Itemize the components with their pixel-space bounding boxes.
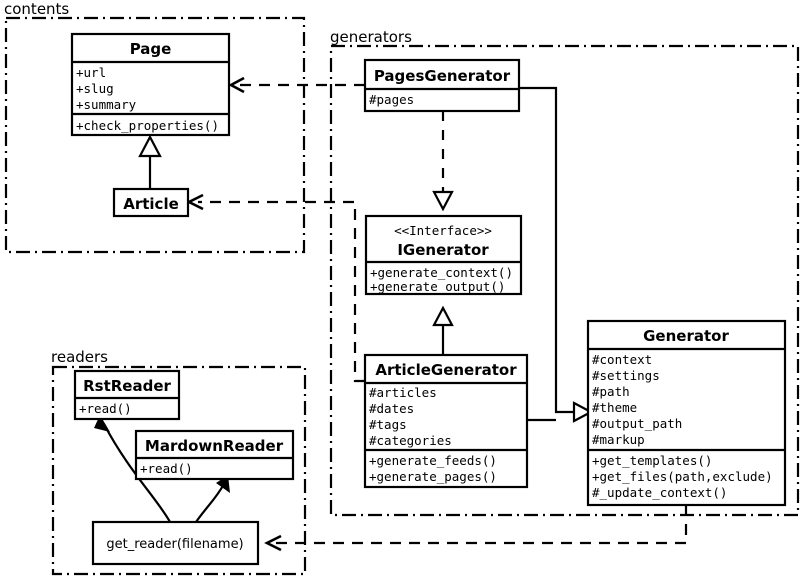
package-contents: contents [4,0,306,254]
class-generator-box[interactable] [586,319,787,507]
class-page-attribute: +url [76,65,106,80]
package-readers-label: readers [51,348,108,366]
class-generator-method: #_update_context() [592,485,727,500]
class-markdownreader[interactable]: MardownReader +read() [134,429,295,481]
function-get-reader-label: get_reader(filename) [106,537,243,552]
class-generator-attribute: #settings [592,368,660,383]
class-igenerator-method: +generate_context() [370,265,513,280]
package-readers-border [51,365,307,576]
class-pagesgenerator-attribute: #pages [369,92,414,107]
arrowhead-rstreader [94,415,110,432]
class-page[interactable]: Page +url +slug +summary +check_properti… [70,32,231,137]
class-articlegenerator-method: +generate_feeds() [369,453,497,468]
class-page-attribute: +slug [76,81,114,96]
class-page-method: +check_properties() [76,118,219,133]
class-igenerator-box[interactable] [364,214,523,296]
class-articlegenerator-method: +generate_pages() [369,469,497,484]
edge-articlegenerator-depends-article [198,200,365,383]
class-rstreader-name: RstReader [83,377,171,395]
generalization-arrowhead-page [138,134,162,158]
class-markdownreader-method: +read() [140,461,193,476]
realization-arrowhead-igenerator [432,190,454,212]
class-rstreader-box[interactable] [73,369,181,421]
class-generator-attribute: #markup [592,432,645,447]
package-generators-border [329,44,800,517]
edge-getreader-returns-rstreader [103,423,171,523]
class-pagesgenerator-name: PagesGenerator [374,67,511,85]
package-readers: readers [51,348,307,576]
class-articlegenerator-attribute: #tags [369,417,407,432]
class-articlegenerator-attribute: #articles [369,385,437,400]
class-igenerator-name: IGenerator [397,241,489,259]
function-get-reader-box[interactable] [91,520,260,566]
class-page-name: Page [130,40,172,58]
class-generator-attribute: #theme [592,400,637,415]
dependency-arrowhead-getreader [264,534,282,552]
package-generators: generators [329,28,800,517]
class-generator-name: Generator [643,327,729,345]
class-articlegenerator-box[interactable] [363,353,529,489]
class-generator-method: +get_templates() [592,453,712,468]
generalization-arrowhead-igenerator [432,305,454,327]
package-generators-label: generators [330,28,412,46]
edge-generator-depends-getreader [276,505,688,545]
class-articlegenerator-attribute: #dates [369,401,414,416]
class-article[interactable]: Article [112,187,190,218]
class-generator-attribute: #context [592,352,652,367]
class-igenerator-method: +generate_output() [370,279,505,294]
class-page-attribute: +summary [76,97,137,112]
class-articlegenerator-attribute: #categories [369,433,452,448]
package-contents-border [4,16,306,254]
class-page-box[interactable] [70,32,231,137]
class-generator[interactable]: Generator #context #settings #path #them… [586,319,787,507]
class-igenerator[interactable]: <<Interface>> IGenerator +generate_conte… [364,214,523,296]
generalization-arrowhead-generator [572,401,594,423]
class-articlegenerator[interactable]: ArticleGenerator #articles #dates #tags … [363,353,529,489]
dependency-arrowhead-page [228,76,245,94]
class-generator-attribute: #path [592,384,630,399]
package-contents-label: contents [4,0,69,18]
class-article-name: Article [123,195,179,213]
class-rstreader[interactable]: RstReader +read() [73,369,181,421]
class-article-box[interactable] [112,187,190,218]
class-markdownreader-box[interactable] [134,429,295,481]
class-pagesgenerator[interactable]: PagesGenerator #pages [363,58,521,113]
class-generator-method: +get_files(path,exclude) [592,469,773,484]
function-get-reader[interactable]: get_reader(filename) [91,520,260,566]
class-rstreader-method: +read() [79,401,132,416]
edge-getreader-returns-markdownreader [195,483,225,523]
class-articlegenerator-name: ArticleGenerator [375,361,517,379]
class-igenerator-stereotype: <<Interface>> [394,223,492,238]
edge-pagesgenerator-to-generator [519,86,574,414]
class-generator-attribute: #output_path [592,416,682,431]
class-markdownreader-name: MardownReader [145,437,284,455]
class-pagesgenerator-box[interactable] [363,58,521,113]
